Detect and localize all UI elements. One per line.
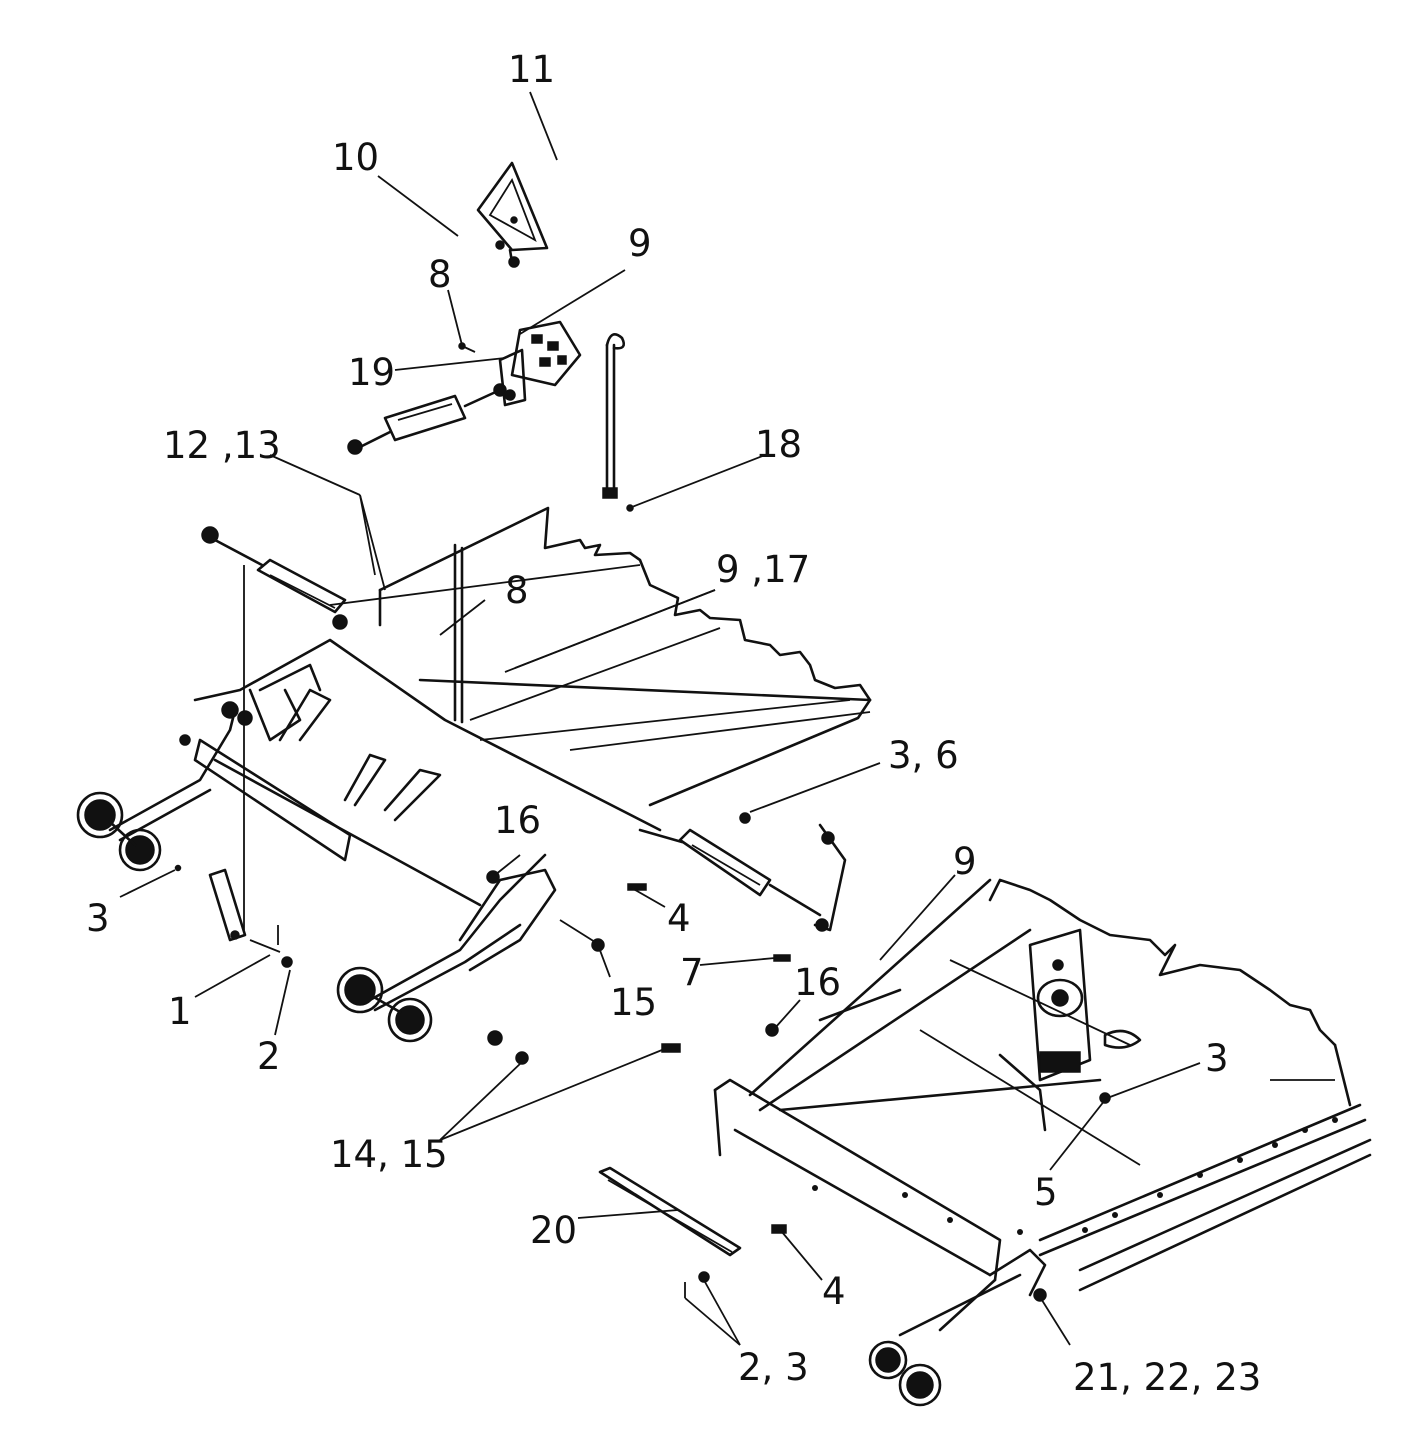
callout-14-15: 14, 15 <box>330 1133 448 1176</box>
callout-21-22-23: 21, 22, 23 <box>1073 1356 1262 1399</box>
edge-rivets <box>812 1117 1338 1235</box>
rear-frame <box>713 878 1102 1407</box>
callout-3-rear: 3 <box>1205 1037 1229 1080</box>
callout-20: 20 <box>530 1209 578 1252</box>
callout-10: 10 <box>332 136 380 179</box>
deck-top <box>329 506 872 807</box>
front-frame <box>76 638 662 907</box>
lift-rod <box>602 333 626 499</box>
callout-9-rear: 9 <box>953 840 977 883</box>
center-cylinder <box>627 823 847 962</box>
callout-19: 19 <box>348 351 396 394</box>
center-axle <box>336 853 605 1043</box>
callout-1: 1 <box>168 990 192 1033</box>
skid-bar <box>487 504 1111 1298</box>
callout-3-left: 3 <box>86 897 110 940</box>
callout-8-upper: 8 <box>428 253 452 296</box>
callout-4-rear: 4 <box>822 1270 846 1313</box>
callout-9-valve: 9 <box>628 222 652 265</box>
callout-4-center: 4 <box>667 897 691 940</box>
callout-2-3: 2, 3 <box>738 1346 809 1389</box>
callout-15: 15 <box>610 981 658 1024</box>
leader-lines <box>119 91 1201 1346</box>
deck-rear <box>818 878 1372 1292</box>
left-cylinder <box>201 526 348 630</box>
callout-18: 18 <box>755 423 803 466</box>
callout-2: 2 <box>257 1035 281 1078</box>
callout-7: 7 <box>680 951 704 994</box>
callout-12-13: 12 ,13 <box>163 424 281 467</box>
callout-11: 11 <box>508 48 556 91</box>
upper-cylinder <box>347 383 507 455</box>
callout-3-6: 3, 6 <box>888 734 959 777</box>
callout-16-center: 16 <box>494 799 542 842</box>
callout-8-lower: 8 <box>505 569 529 612</box>
left-link <box>174 565 293 968</box>
callout-9-17: 9 ,17 <box>716 548 811 591</box>
gearbox <box>998 928 1142 1132</box>
reflector-sign <box>476 161 549 268</box>
valve-block <box>458 320 582 407</box>
callout-5: 5 <box>1034 1171 1058 1214</box>
callout-16-rear: 16 <box>794 961 842 1004</box>
